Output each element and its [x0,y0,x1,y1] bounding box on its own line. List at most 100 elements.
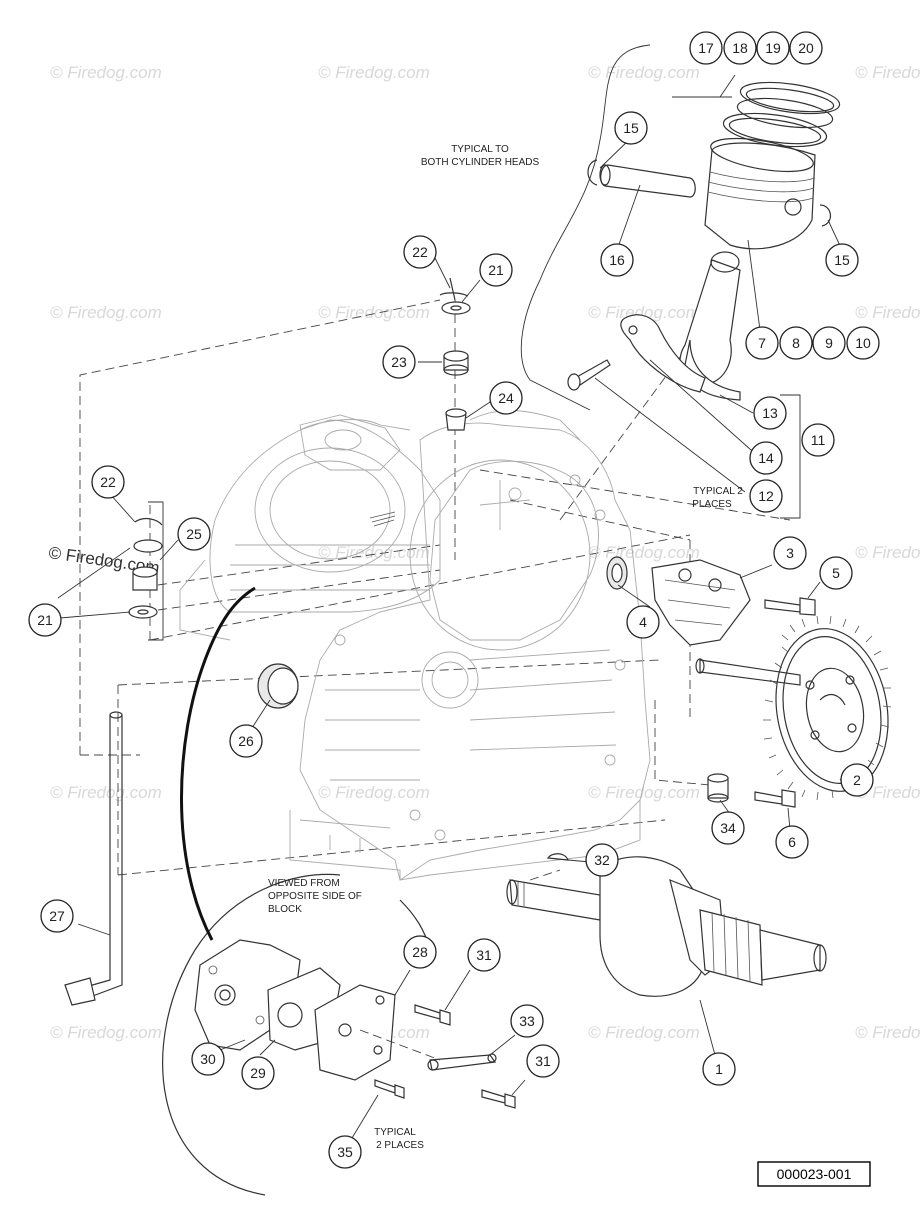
callout-label: 7 [758,335,766,351]
callout-21: 21 [28,603,62,637]
callout-4: 4 [626,605,660,639]
callout-29: 29 [241,1056,275,1090]
callout-14: 14 [749,441,783,475]
note-viewed-2: OPPOSITE SIDE OF [268,891,362,902]
callout-circle [779,326,813,360]
callout-31: 31 [526,1044,560,1078]
callout-circle [229,724,263,758]
callout-9: 9 [812,326,846,360]
watermark: © Firedog.com [318,63,430,82]
callout-label: 15 [834,252,850,268]
callout-21: 21 [479,253,513,287]
note-typical2-2: PLACES [692,499,732,510]
callout-circle [846,326,880,360]
callout-label: 19 [765,40,781,56]
callout-12: 12 [749,479,783,513]
callout-circle [241,1056,275,1090]
callout-label: 28 [412,944,428,960]
callout-35: 35 [328,1135,362,1169]
callout-6: 6 [775,825,809,859]
callout-circle [526,1044,560,1078]
bracket-lines [148,44,801,641]
callout-circle [840,763,874,797]
callout-8: 8 [779,326,813,360]
callout-label: 2 [853,772,861,788]
watermark: © Firedog.com [588,63,700,82]
callout-label: 11 [811,432,826,448]
callout-11: 11 [801,423,835,457]
callout-15: 15 [614,111,648,145]
callout-circle [585,843,619,877]
callout-label: 34 [720,820,736,836]
callout-circle [191,1042,225,1076]
callout-20: 20 [789,31,823,65]
callout-circle [626,605,660,639]
callout-13: 13 [753,396,787,430]
callout-label: 4 [639,614,647,630]
callout-18: 18 [723,31,757,65]
callout-circle [382,345,416,379]
callout-circle [510,1004,544,1038]
callout-circle [702,1052,736,1086]
callout-24: 24 [489,381,523,415]
governor-stack [128,277,471,619]
callout-circle [479,253,513,287]
callout-circle [28,603,62,637]
note-typical-heads-1: TYPICAL TO [451,144,509,155]
crankshaft [506,853,827,997]
cam-gear [763,615,892,801]
note-typical2b-2: 2 PLACES [376,1140,424,1151]
callout-circle [467,938,501,972]
callout-label: 24 [498,390,514,406]
callout-circle [403,235,437,269]
watermark: © Firedog.com [50,783,162,802]
callout-label: 12 [758,488,774,504]
note-viewed-1: VIEWED FROM [268,878,340,889]
callout-circle [819,556,853,590]
callout-label: 17 [698,40,714,56]
seal-26 [257,663,299,709]
watermark: © Firedog.com [588,1023,700,1042]
callout-circle [812,326,846,360]
callout-34: 34 [711,811,745,845]
callout-circle [177,517,211,551]
callout-circle [773,536,807,570]
callout-23: 23 [382,345,416,379]
callout-label: 31 [476,947,492,963]
callout-label: 21 [488,262,504,278]
callout-circle [600,243,634,277]
callout-label: 15 [623,120,639,136]
watermark: © Firedog.com [588,543,700,562]
note-typical2b-1: TYPICAL [374,1127,416,1138]
callout-22: 22 [403,235,437,269]
callout-17: 17 [689,31,723,65]
watermark: © Firedog.com [855,543,920,562]
callout-label: 5 [832,565,840,581]
callout-label: 25 [186,526,202,542]
callout-label: 30 [200,1051,216,1067]
watermark: © Firedog.com [855,63,920,82]
callout-label: 27 [49,908,65,924]
watermark: © Firedog.com [855,303,920,322]
note-typical-heads-2: BOTH CYLINDER HEADS [421,157,540,168]
watermark: © Firedog.com [50,63,162,82]
callout-15: 15 [825,243,859,277]
callout-5: 5 [819,556,853,590]
callout-22: 22 [91,465,125,499]
callout-circle [91,465,125,499]
watermark: © Firedog.com [50,303,162,322]
callout-16: 16 [600,243,634,277]
callout-label: 13 [762,405,778,421]
callout-circle [328,1135,362,1169]
callout-label: 22 [412,244,428,260]
callout-10: 10 [846,326,880,360]
callout-label: 14 [758,450,774,466]
callout-2: 2 [840,763,874,797]
callout-label: 9 [825,335,833,351]
callout-label: 35 [337,1144,353,1160]
callout-circle [711,811,745,845]
callout-19: 19 [756,31,790,65]
callout-25: 25 [177,517,211,551]
